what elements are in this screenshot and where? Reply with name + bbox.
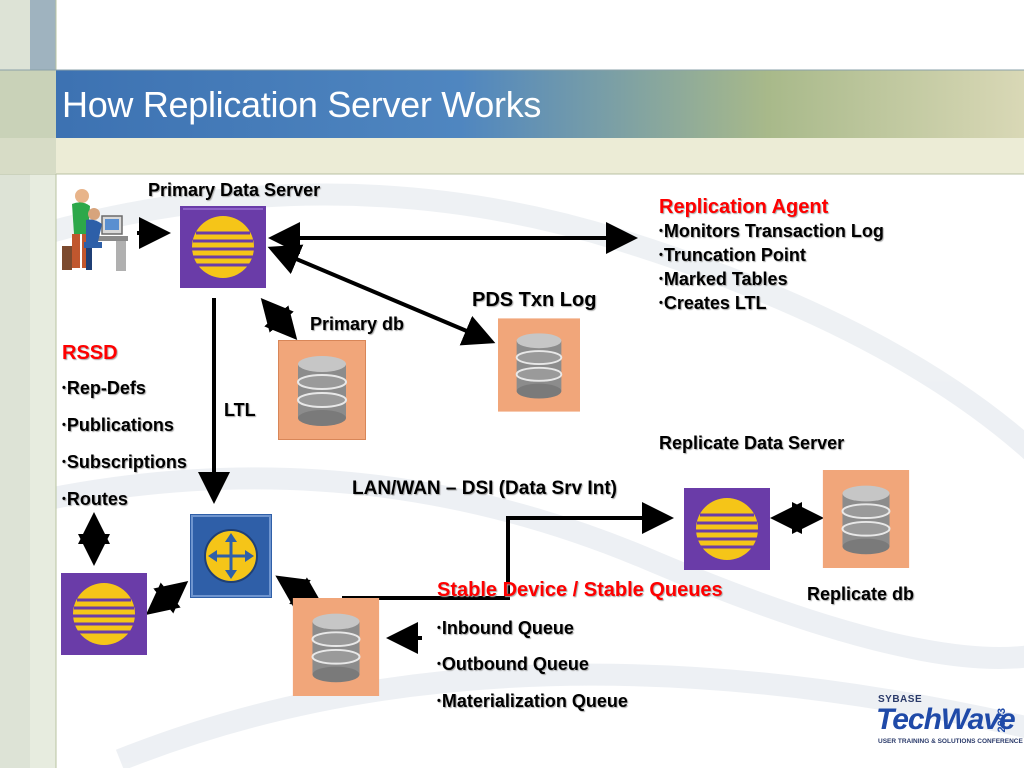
- logo-tagline: USER TRAINING & SOLUTIONS CONFERENCE: [878, 738, 1023, 745]
- replicate-server-icon: [684, 488, 770, 570]
- lan-wan-label: LAN/WAN – DSI (Data Srv Int): [352, 478, 617, 499]
- rssd-item: •Publications: [62, 415, 174, 435]
- logo-name: TechWave: [876, 703, 1016, 736]
- primary-db-database-icon: [278, 340, 366, 440]
- replication-agent-heading: Replication Agent: [659, 196, 829, 218]
- stable-queue-item: •Inbound Queue: [437, 618, 574, 638]
- rssd-heading: RSSD: [62, 342, 118, 364]
- primary-data-server-label: Primary Data Server: [148, 180, 321, 200]
- rssd-item: •Routes: [62, 489, 128, 509]
- replication-server-router-icon: [190, 514, 272, 598]
- stable-queue-item: •Materialization Queue: [437, 691, 628, 711]
- replicate-db-database-icon: [822, 470, 910, 568]
- replication-agent-item: •Truncation Point: [659, 245, 806, 265]
- rssd-item: •Rep-Defs: [62, 378, 146, 398]
- replication-agent-item: •Marked Tables: [659, 269, 788, 289]
- stable-device-heading: Stable Device / Stable Queues: [437, 579, 723, 601]
- primary-db-label: Primary db: [310, 314, 405, 334]
- user-workstation-icon: [62, 189, 128, 271]
- rssd-server-icon: [61, 573, 147, 655]
- ltl-label: LTL: [224, 400, 256, 420]
- stable-device-database-icon: [292, 598, 380, 696]
- replicate-db-label: Replicate db: [807, 584, 915, 604]
- stable-queue-item: •Outbound Queue: [437, 654, 589, 674]
- replication-agent-item: •Monitors Transaction Log: [659, 221, 884, 241]
- logo-brand: SYBASE: [878, 694, 923, 705]
- replication-agent-item: •Creates LTL: [659, 293, 767, 313]
- pds-txn-log-label: PDS Txn Log: [472, 289, 597, 311]
- logo-year: 2003: [996, 708, 1008, 733]
- pds-txn-log-database-icon: [498, 318, 580, 412]
- primary-server-icon: [180, 206, 266, 288]
- techwave-logo: SYBASE TechWave 2003 USER TRAINING & SOL…: [870, 694, 1023, 754]
- slide-title: How Replication Server Works: [62, 84, 542, 125]
- replicate-data-server-label: Replicate Data Server: [659, 433, 845, 453]
- rssd-item: •Subscriptions: [62, 452, 187, 472]
